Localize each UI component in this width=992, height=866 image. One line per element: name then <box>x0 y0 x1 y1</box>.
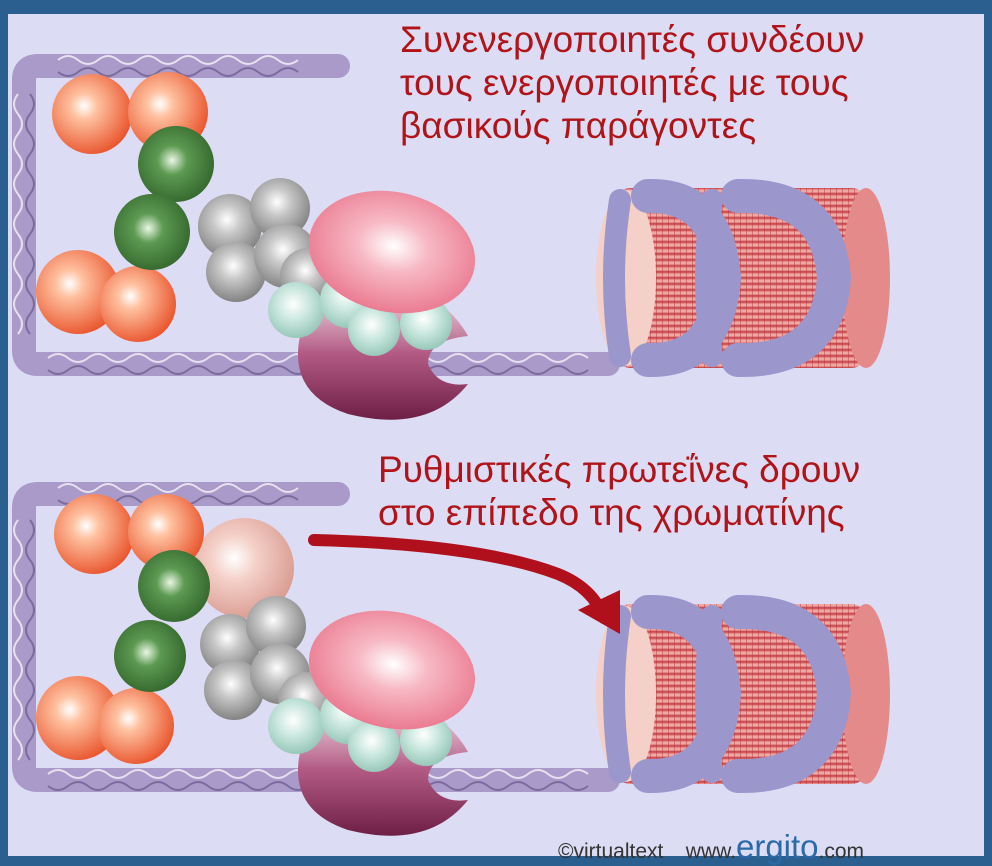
coactivator-sphere <box>138 550 210 622</box>
activator-sphere <box>52 74 132 154</box>
small-factor-sphere <box>268 282 324 338</box>
activator-sphere <box>98 688 174 764</box>
site-brand: ergito <box>736 828 819 865</box>
copyright-text: ©virtualtext <box>558 840 663 863</box>
top-caption-line-2: τους ενεργοποιητές με τους <box>400 61 864 104</box>
coactivator-sphere <box>114 620 186 692</box>
top-caption-line-1: Συνενεργοποιητές συνδέουν <box>400 18 864 61</box>
site-prefix: www. <box>686 840 736 863</box>
coactivator-sphere <box>138 126 214 202</box>
activator-sphere <box>54 494 134 574</box>
figure-panel: Συνενεργοποιητές συνδέουν τους ενεργοποι… <box>8 14 984 856</box>
coactivator-sphere <box>114 194 190 270</box>
bottom-caption-line-1: Ρυθμιστικές πρωτεΐνες δρουν <box>378 448 860 491</box>
nucleosome-cylinder <box>596 188 890 368</box>
bottom-diagram <box>14 484 890 836</box>
bottom-caption-line-2: στο επίπεδο της χρωματίνης <box>378 491 860 534</box>
nucleosome-cylinder <box>596 604 890 784</box>
bottom-caption: Ρυθμιστικές πρωτεΐνες δρουν στο επίπεδο … <box>378 448 860 534</box>
small-factor-sphere <box>268 698 324 754</box>
site-suffix: .com <box>819 840 865 863</box>
credit-line: ©virtualtext www.ergito.com <box>558 828 864 866</box>
top-caption-line-3: βασικούς παράγοντες <box>400 104 864 147</box>
activator-sphere <box>100 266 176 342</box>
top-caption: Συνενεργοποιητές συνδέουν τους ενεργοποι… <box>400 18 864 147</box>
